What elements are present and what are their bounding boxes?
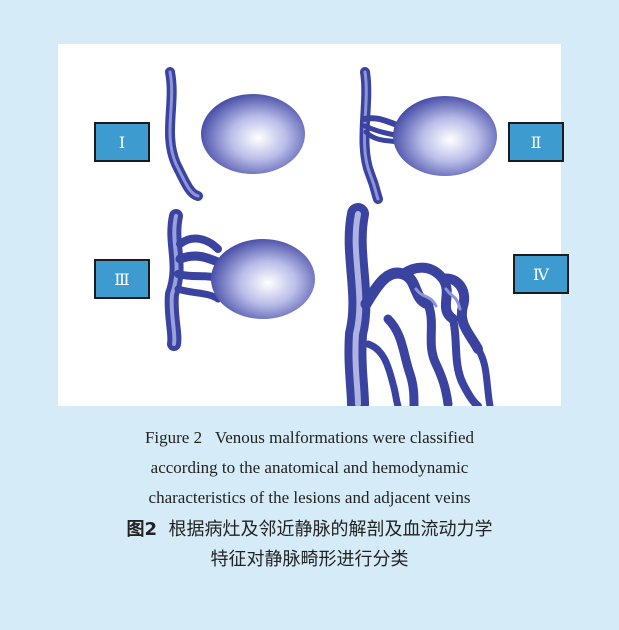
type-2-label: Ⅱ [508,122,564,162]
type-2-label-text: Ⅱ [531,133,542,152]
type-3-lesion [211,239,315,319]
caption-en-line-3: characteristics of the lesions and adjac… [0,483,619,513]
caption-english: Figure 2 Venous malformations were class… [0,423,619,513]
type-4-diagram [355,214,490,406]
type-1-label: Ⅰ [94,122,150,162]
caption-en-text-1: Venous malformations were classified [215,428,474,447]
type-3-label: Ⅲ [94,259,150,299]
type-3-diagram [172,216,315,344]
caption-zh-text-1: 根据病灶及邻近静脉的解剖及血流动力学 [168,519,492,540]
malformation-illustration [58,44,561,406]
type-1-lesion [201,94,305,174]
figure-label-zh: 图2 [127,519,158,540]
type-4-label-text: Ⅳ [533,265,549,284]
type-2-lesion [393,96,497,176]
figure-panel: Ⅰ Ⅱ Ⅲ Ⅳ [58,44,561,406]
figure-label: Figure 2 [145,428,202,447]
caption-zh-line-2: 特征对静脉畸形进行分类 [0,545,619,575]
caption-en-line-1: Figure 2 Venous malformations were class… [0,423,619,453]
caption-zh-line-1: 图2 根据病灶及邻近静脉的解剖及血流动力学 [0,515,619,545]
type-2-diagram [364,72,497,199]
type-4-label: Ⅳ [513,254,569,294]
type-1-diagram [170,72,305,196]
caption-en-line-2: according to the anatomical and hemodyna… [0,453,619,483]
type-1-label-text: Ⅰ [119,133,125,152]
caption-chinese: 图2 根据病灶及邻近静脉的解剖及血流动力学 特征对静脉畸形进行分类 [0,515,619,575]
type-3-label-text: Ⅲ [114,270,129,289]
